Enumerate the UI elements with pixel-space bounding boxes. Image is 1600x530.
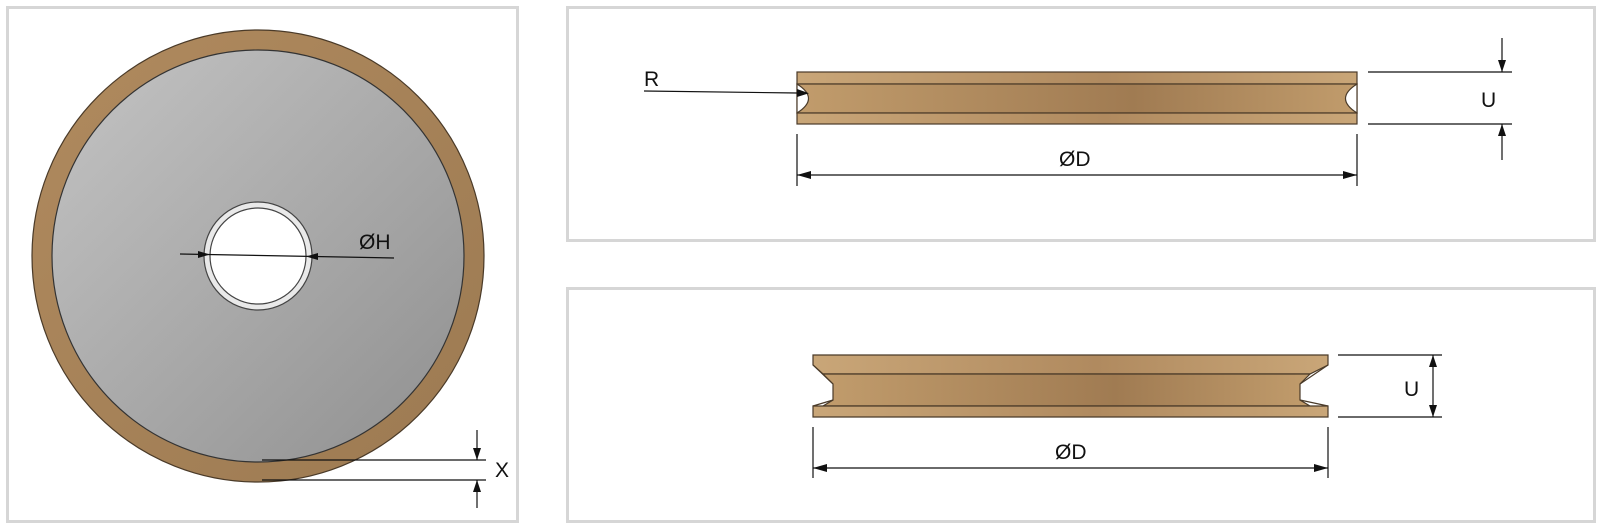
bore-arrow-left — [198, 251, 210, 258]
rim-arrow-bottom — [473, 480, 481, 492]
front-view-drawing: ØH X — [31, 29, 509, 508]
rim-arrow-top — [473, 448, 481, 460]
side-view-v-panel — [566, 287, 1596, 523]
side-view-radius-panel — [566, 6, 1596, 242]
rim-width-label: X — [495, 459, 509, 482]
bore-dimension-line — [179, 253, 395, 259]
bore-arrow-right — [306, 253, 318, 260]
bore-diameter-label: ØH — [359, 231, 391, 254]
